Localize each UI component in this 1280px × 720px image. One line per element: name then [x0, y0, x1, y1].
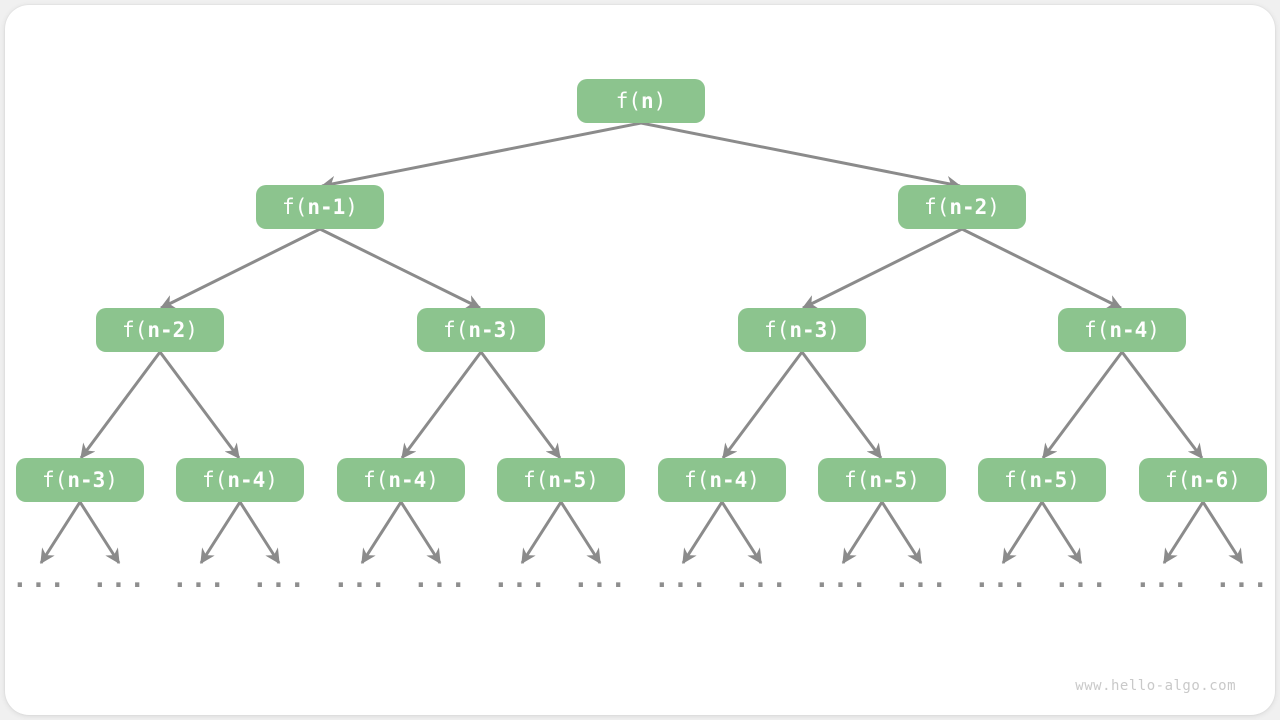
ellipsis: ...: [1215, 564, 1271, 594]
node-label: f(: [844, 467, 870, 492]
node-label-arg: n-5: [869, 467, 908, 492]
node-label: f(: [924, 194, 950, 219]
tree-node-l4-4: f(n-4): [658, 458, 786, 502]
tree-node-l3-1: f(n-3): [417, 308, 545, 352]
node-label: f(: [764, 317, 790, 342]
node-label: ): [653, 88, 667, 113]
node-label: ): [987, 194, 1000, 219]
node-label: ): [426, 467, 439, 492]
node-label: ): [586, 467, 599, 492]
node-label-arg: n-2: [949, 194, 988, 219]
node-label: f(: [443, 317, 469, 342]
node-label: f(: [523, 467, 549, 492]
node-label: f(: [1084, 317, 1110, 342]
node-label: ): [506, 317, 519, 342]
ellipsis: ...: [654, 564, 710, 594]
ellipsis: ...: [413, 564, 469, 594]
ellipsis: ...: [814, 564, 870, 594]
node-label-arg: n-2: [147, 317, 186, 342]
tree-node-l4-0: f(n-3): [16, 458, 144, 502]
node-label: ): [265, 467, 278, 492]
node-label: f(: [202, 467, 228, 492]
node-label: ): [1067, 467, 1080, 492]
tree-node-l2-0: f(n-1): [256, 185, 384, 229]
tree-node-l3-3: f(n-4): [1058, 308, 1186, 352]
node-label: f(: [1004, 467, 1030, 492]
node-label-arg: n: [640, 88, 654, 113]
ellipsis: ...: [12, 564, 68, 594]
node-label-arg: n-3: [468, 317, 507, 342]
node-label: f(: [42, 467, 68, 492]
node-label-arg: n-6: [1190, 467, 1229, 492]
ellipsis: ...: [333, 564, 389, 594]
node-label: f(: [615, 88, 641, 113]
ellipsis: ...: [974, 564, 1030, 594]
node-label-arg: n-4: [1109, 317, 1148, 342]
node-label: ): [747, 467, 760, 492]
node-label-arg: n-1: [307, 194, 346, 219]
ellipsis: ...: [1054, 564, 1110, 594]
tree-node-l2-1: f(n-2): [898, 185, 1026, 229]
ellipsis: ...: [734, 564, 790, 594]
ellipsis: ...: [493, 564, 549, 594]
node-label: f(: [282, 194, 308, 219]
tree-node-l4-2: f(n-4): [337, 458, 465, 502]
node-label-arg: n-5: [548, 467, 587, 492]
tree-node-l1-0: f(n): [577, 79, 705, 123]
ellipsis: ...: [172, 564, 228, 594]
node-label: ): [1147, 317, 1160, 342]
node-label-arg: n-4: [388, 467, 427, 492]
tree-node-l3-0: f(n-2): [96, 308, 224, 352]
ellipsis: ...: [1135, 564, 1191, 594]
tree-node-l4-5: f(n-5): [818, 458, 946, 502]
node-label: ): [105, 467, 118, 492]
node-label: ): [185, 317, 198, 342]
tree-node-l4-7: f(n-6): [1139, 458, 1267, 502]
node-label-arg: n-3: [789, 317, 828, 342]
node-label: ): [827, 317, 840, 342]
node-label: f(: [122, 317, 148, 342]
ellipsis: ...: [894, 564, 950, 594]
tree-node-l4-6: f(n-5): [978, 458, 1106, 502]
ellipsis: ...: [92, 564, 148, 594]
node-label-arg: n-5: [1029, 467, 1068, 492]
watermark: www.hello-algo.com: [1075, 678, 1236, 694]
node-label: ): [1228, 467, 1241, 492]
ellipsis: ...: [252, 564, 308, 594]
node-label-arg: n-3: [67, 467, 106, 492]
node-label: f(: [363, 467, 389, 492]
tree-node-l4-1: f(n-4): [176, 458, 304, 502]
tree-node-l3-2: f(n-3): [738, 308, 866, 352]
node-label-arg: n-4: [227, 467, 266, 492]
tree-node-l4-3: f(n-5): [497, 458, 625, 502]
ellipsis: ...: [573, 564, 629, 594]
node-label: f(: [1165, 467, 1191, 492]
node-label: f(: [684, 467, 710, 492]
node-label: ): [907, 467, 920, 492]
node-label-arg: n-4: [709, 467, 748, 492]
node-label: ): [345, 194, 358, 219]
